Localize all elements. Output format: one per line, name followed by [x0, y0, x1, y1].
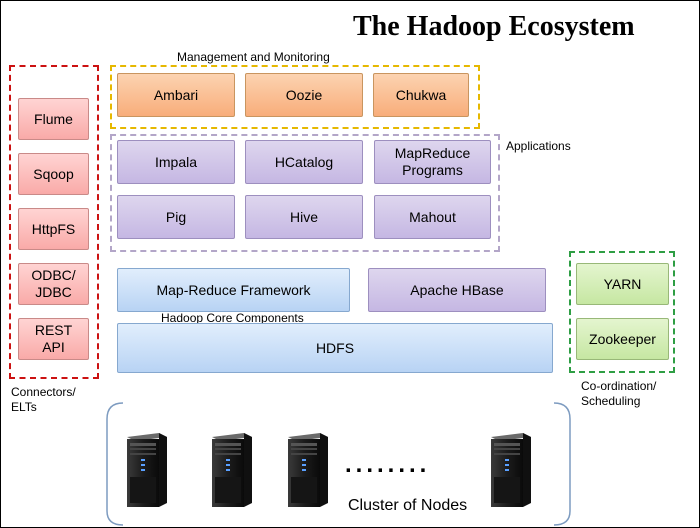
flume-box: Flume [18, 98, 89, 140]
connectors-group [9, 65, 99, 379]
pig-box: Pig [117, 195, 235, 239]
cluster-label: Cluster of Nodes [348, 497, 468, 514]
coordination-group [569, 251, 675, 373]
apache-hbase-box: Apache HBase [368, 268, 546, 312]
yarn-box: YARN [576, 263, 669, 305]
mapreduce-programs-box: MapReduce Programs [374, 140, 491, 184]
server-tower-icon [206, 431, 256, 509]
rest-api-box: REST API [18, 318, 89, 360]
zookeeper-box: Zookeeper [576, 318, 669, 360]
hive-box: Hive [245, 195, 363, 239]
management-group [110, 65, 480, 129]
server-tower-icon [485, 431, 535, 509]
map-reduce-framework-box: Map-Reduce Framework [117, 268, 350, 312]
ellipsis-dots: ........ [345, 451, 431, 478]
chukwa-box: Chukwa [373, 73, 469, 117]
hcatalog-box: HCatalog [245, 140, 363, 184]
applications-label: Applications [506, 139, 571, 153]
httpfs-box: HttpFS [18, 208, 89, 250]
mahout-box: Mahout [374, 195, 491, 239]
ambari-box: Ambari [117, 73, 235, 117]
cluster-bracket [106, 402, 571, 526]
coordination-label: Co-ordination/ Scheduling [581, 379, 657, 408]
impala-box: Impala [117, 140, 235, 184]
management-label: Management and Monitoring [177, 50, 330, 64]
connectors-label: Connectors/ ELTs [11, 385, 76, 414]
server-tower-icon [121, 431, 171, 509]
hdfs-box: HDFS [117, 323, 553, 373]
diagram-title: The Hadoop Ecosystem [353, 11, 635, 42]
oozie-box: Oozie [245, 73, 363, 117]
server-tower-icon [282, 431, 332, 509]
applications-group [110, 134, 500, 252]
odbc-jdbc-box: ODBC/ JDBC [18, 263, 89, 305]
sqoop-box: Sqoop [18, 153, 89, 195]
core-components-label: Hadoop Core Components [161, 311, 304, 325]
